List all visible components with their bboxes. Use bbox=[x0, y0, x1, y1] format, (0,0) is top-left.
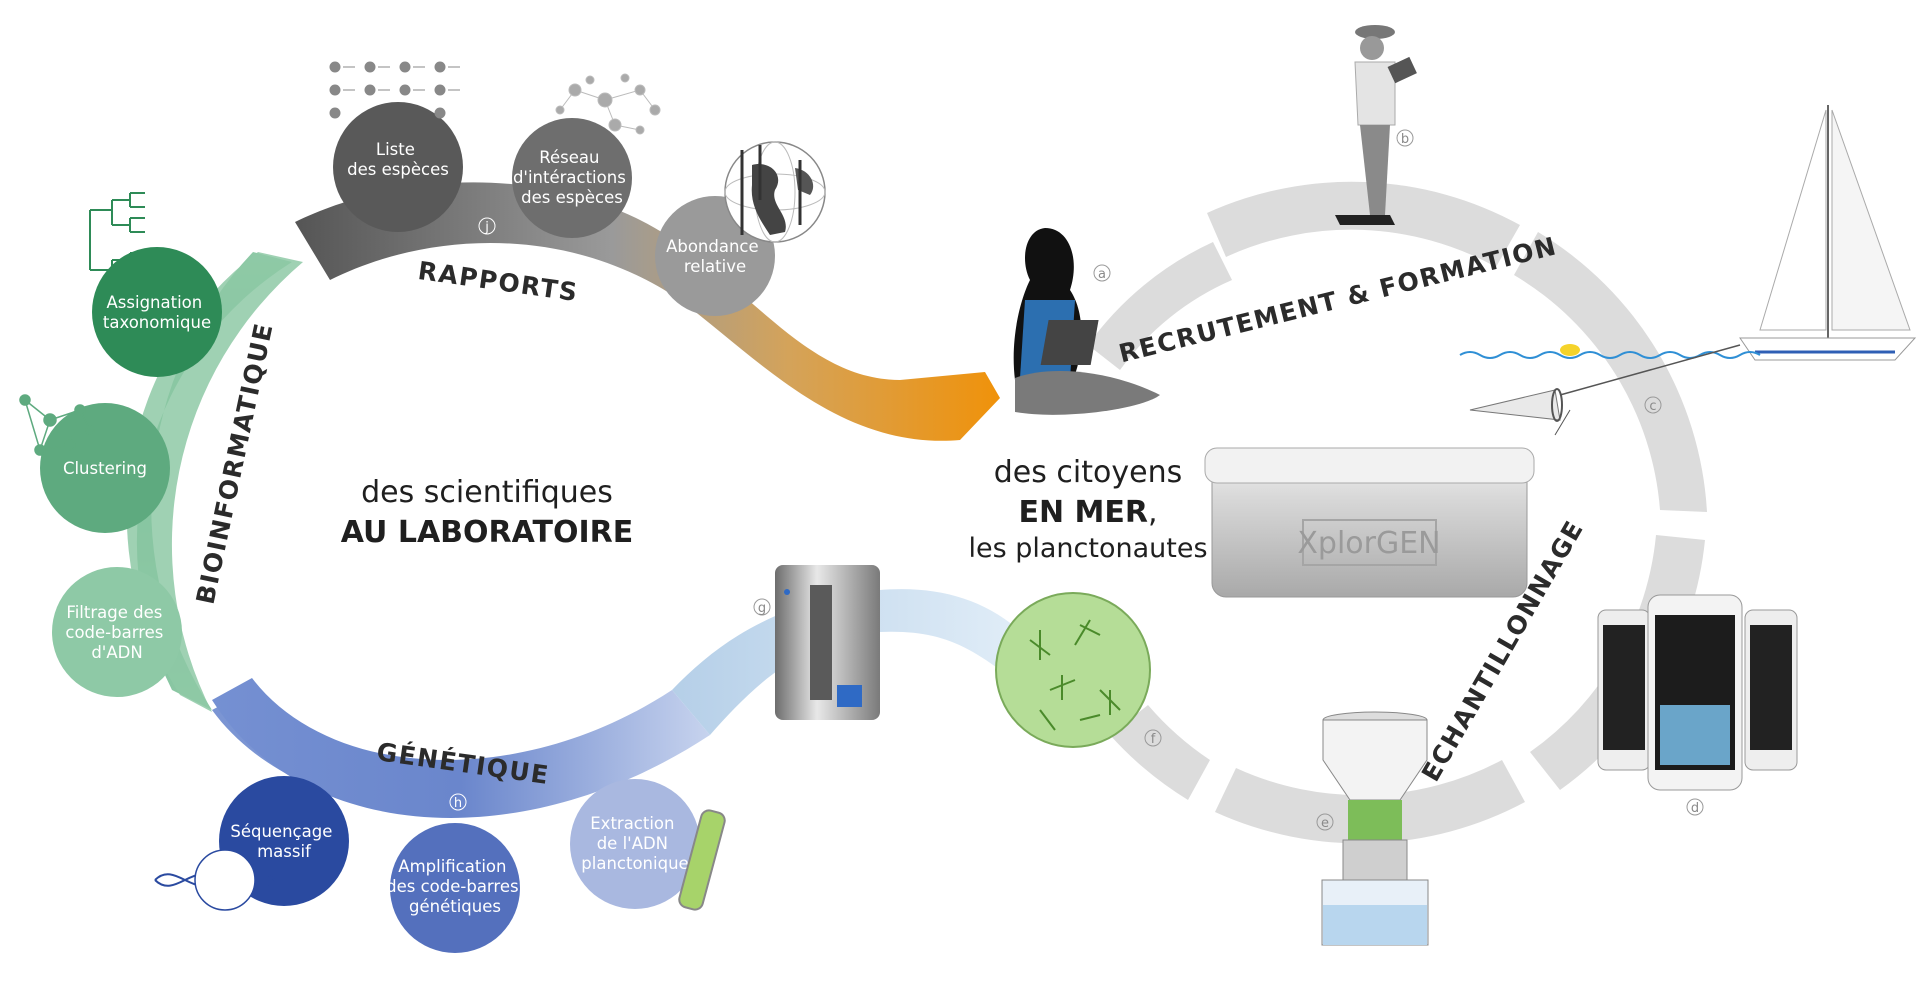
svg-text:e: e bbox=[1321, 816, 1329, 831]
bubble-reseau-line1: Réseau bbox=[539, 148, 599, 167]
bubble-filtrage-line2: code-barres bbox=[65, 623, 163, 642]
test-tube-icon bbox=[678, 809, 726, 911]
step-letter-a: a bbox=[1093, 264, 1111, 282]
bubble-abondance-line1: Abondance bbox=[666, 237, 759, 256]
svg-text:b: b bbox=[1401, 132, 1409, 147]
svg-text:Abondance relative: Abondance relative bbox=[666, 237, 764, 276]
svg-text:Assignation taxonomique: Assignation taxonomique bbox=[103, 293, 211, 332]
genetics-to-lab-connector bbox=[672, 589, 1030, 735]
bubble-sequencage-line1: Séquençage bbox=[230, 822, 332, 841]
step-letter-b: b bbox=[1396, 129, 1414, 147]
cycle-segment-microscopy bbox=[1110, 705, 1210, 800]
svg-text:Extraction de l'ADN: Extraction de l'ADN planctonique bbox=[581, 814, 688, 873]
server-tower-icon bbox=[775, 565, 880, 720]
svg-text:h: h bbox=[454, 796, 462, 811]
cycle-segment-recruitment-left bbox=[1088, 242, 1232, 370]
center-right-line2-group: EN MER, bbox=[1018, 495, 1157, 530]
cycle-segment-sailing bbox=[1514, 232, 1707, 512]
step-letter-e: e bbox=[1316, 813, 1334, 831]
bubble-sequencage-line2: massif bbox=[257, 842, 312, 861]
svg-text:d: d bbox=[1691, 801, 1699, 816]
filter-device-icon bbox=[1321, 711, 1429, 946]
svg-text:Réseau d'intéractions: Réseau d'intéractions des espèces bbox=[513, 148, 631, 207]
bubble-extraction-line2: de l'ADN bbox=[597, 834, 668, 853]
smartphone-app-icon bbox=[1597, 594, 1798, 791]
svg-text:j: j bbox=[484, 220, 489, 235]
woman-laptop-icon bbox=[1013, 228, 1160, 415]
bubble-filtrage-line1: Filtrage des bbox=[66, 603, 162, 622]
bubble-circle bbox=[333, 102, 463, 232]
bubble-liste-especes[interactable]: Liste des espèces bbox=[333, 102, 463, 232]
bubble-circle bbox=[92, 247, 222, 377]
bubble-assignation-line1: Assignation bbox=[107, 293, 203, 312]
center-right-line2-suffix: , bbox=[1148, 495, 1158, 530]
svg-text:Amplification des code-b: Amplification des code-barres génétiques bbox=[386, 857, 524, 916]
svg-text:i: i bbox=[185, 472, 189, 487]
step-letter-f: f bbox=[1144, 729, 1162, 747]
globe-map-icon bbox=[724, 141, 826, 243]
center-right-line2: EN MER bbox=[1018, 495, 1148, 530]
svg-text:Séquençage massif: Séquençage massif bbox=[230, 822, 337, 861]
sailboat-icon bbox=[1739, 105, 1917, 361]
bubble-reseau-line2: d'intéractions bbox=[513, 168, 626, 187]
bubble-liste-line1: Liste bbox=[376, 140, 415, 159]
svg-text:g: g bbox=[758, 601, 766, 616]
bubble-reseau-line3: des espèces bbox=[521, 188, 623, 207]
bubble-reseau-interactions[interactable]: Réseau d'intéractions des espèces bbox=[512, 118, 632, 238]
step-letter-h: h bbox=[449, 793, 467, 811]
dna-helix-icon bbox=[154, 849, 276, 911]
svg-text:f: f bbox=[1151, 732, 1156, 747]
network-graph-icon bbox=[555, 73, 661, 135]
svg-text:Filtrage des code-barres: Filtrage des code-barres d'ADN bbox=[65, 603, 168, 662]
step-letter-d: d bbox=[1686, 798, 1704, 816]
plankton-net-icon bbox=[1469, 344, 1741, 436]
bubble-amplification-line1: Amplification bbox=[398, 857, 506, 876]
water-line bbox=[1459, 351, 1761, 359]
cluster-network-icon bbox=[19, 394, 95, 456]
bubble-filtrage-line3: d'ADN bbox=[91, 643, 142, 662]
buoy-icon bbox=[1560, 344, 1580, 356]
microscope-plankton-icon bbox=[995, 592, 1151, 748]
bubble-circle bbox=[570, 779, 700, 909]
label-rapports: RAPPORTS bbox=[416, 256, 580, 307]
scientist-tablet-icon bbox=[1335, 25, 1417, 225]
bubble-amplification[interactable]: Amplification des code-barres génétiques bbox=[386, 823, 524, 953]
bubble-extraction-adn[interactable]: Extraction de l'ADN planctonique bbox=[570, 779, 700, 909]
bubble-assignation-line2: taxonomique bbox=[103, 313, 211, 332]
svg-text:Liste des espèces: Liste des espèces bbox=[347, 140, 449, 179]
center-right-line3: les planctonautes bbox=[968, 533, 1207, 564]
bubble-assignation-taxonomique[interactable]: Assignation taxonomique bbox=[92, 247, 222, 377]
bubble-abondance-line2: relative bbox=[684, 257, 746, 276]
genetics-arc-body bbox=[212, 678, 710, 818]
bubble-clustering-line1: Clustering bbox=[63, 459, 147, 478]
svg-text:c: c bbox=[1649, 399, 1656, 414]
xplorgen-box: XplorGEN bbox=[1204, 447, 1535, 598]
xplorgen-label: XplorGEN bbox=[1297, 526, 1440, 561]
step-letter-c: c bbox=[1644, 396, 1662, 414]
bubble-amplification-line2: des code-barres bbox=[386, 877, 518, 896]
center-right-line1: des citoyens bbox=[994, 455, 1182, 490]
svg-text:a: a bbox=[1098, 267, 1106, 282]
bubble-circle bbox=[390, 823, 520, 953]
bubble-circle bbox=[52, 567, 182, 697]
bubble-amplification-line3: génétiques bbox=[409, 897, 501, 916]
step-letter-g: g bbox=[753, 598, 771, 616]
bubble-liste-line2: des espèces bbox=[347, 160, 449, 179]
bubble-extraction-line3: planctonique bbox=[581, 854, 688, 873]
phylogenetic-tree-icon bbox=[89, 192, 145, 286]
rapports-arc bbox=[295, 182, 1000, 441]
bubble-clustering[interactable]: Clustering bbox=[40, 403, 170, 533]
species-grid-icon bbox=[329, 61, 460, 119]
center-left-line1: des scientifiques bbox=[361, 475, 613, 510]
bubble-circle bbox=[512, 118, 632, 238]
bubble-extraction-line1: Extraction bbox=[590, 814, 674, 833]
step-letter-j: j bbox=[478, 217, 496, 235]
bubble-filtrage-codes-barres[interactable]: Filtrage des code-barres d'ADN bbox=[52, 567, 182, 697]
center-left-line2: AU LABORATOIRE bbox=[341, 515, 634, 550]
step-letter-i: i bbox=[178, 469, 196, 487]
